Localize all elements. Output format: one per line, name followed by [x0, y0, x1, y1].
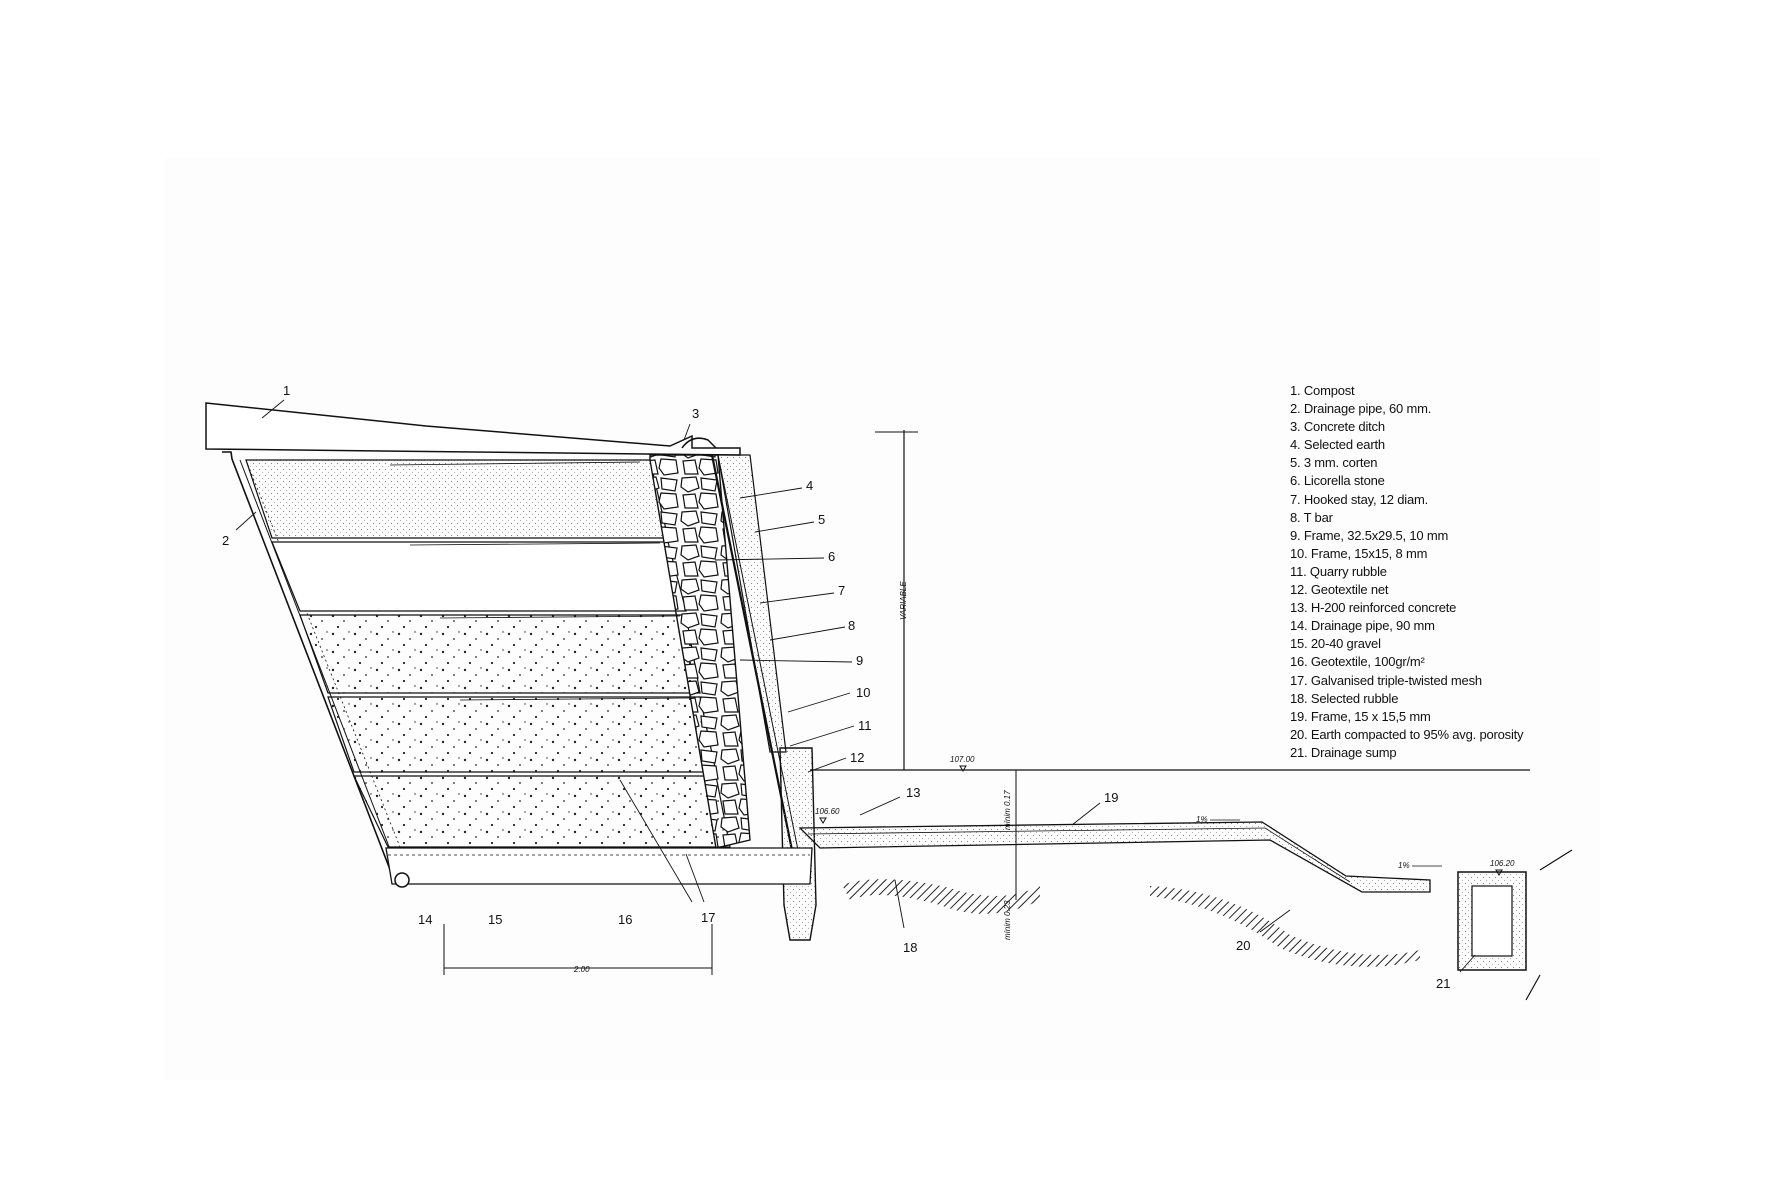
callout-18: 18 [903, 940, 917, 955]
legend-item: 15. 20-40 gravel [1290, 636, 1381, 652]
callout-1: 1 [283, 383, 290, 398]
corten-wall [710, 454, 817, 941]
legend-item: 19. Frame, 15 x 15,5 mm [1290, 708, 1431, 724]
concrete-slab [798, 821, 1431, 893]
legend-item: 9. Frame, 32.5x29.5, 10 mm [1290, 527, 1449, 543]
callout-20: 20 [1236, 938, 1250, 953]
callout-12: 12 [850, 750, 864, 765]
callout-numbers: 1 2 3 4 5 6 7 8 9 10 11 12 13 14 15 16 1… [222, 383, 1450, 991]
slope-2-label: 1% [1398, 861, 1410, 870]
legend-item: 6. Licorella stone [1290, 473, 1385, 489]
callout-9: 9 [856, 653, 863, 668]
callout-14: 14 [418, 912, 432, 927]
drainage-sump [1457, 849, 1573, 1001]
legend-list: 1. Compost 2. Drainage pipe, 60 mm. 3. C… [1290, 382, 1524, 762]
gabion-fill [245, 459, 731, 848]
width-label: 2.00 [573, 965, 590, 974]
level-top-label: 107.00 [950, 755, 975, 764]
variable-dimension: VARIABLE [875, 430, 918, 770]
legend-item: 20. Earth compacted to 95% avg. porosity [1290, 726, 1524, 742]
callout-17a: 17 [701, 910, 715, 925]
callout-21: 21 [1436, 976, 1450, 991]
callout-6: 6 [828, 549, 835, 564]
legend-item: 13. H-200 reinforced concrete [1290, 600, 1457, 616]
callout-19: 19 [1104, 790, 1118, 805]
level-markers: 107.00 106.60 106.20 1% 1% [815, 755, 1515, 876]
callout-8: 8 [848, 618, 855, 633]
compacted-earth [842, 879, 1420, 967]
slope-1-label: 1% [1196, 815, 1208, 824]
legend-item: 8. T bar [1290, 509, 1333, 525]
legend-item: 1. Compost [1290, 383, 1355, 398]
callout-7: 7 [838, 583, 845, 598]
callout-15: 15 [488, 912, 502, 927]
level-mid-label: 106.60 [815, 807, 840, 816]
min-upper-label: mínim 0.17 [1003, 790, 1012, 830]
legend-item: 2. Drainage pipe, 60 mm. [1290, 401, 1432, 417]
min-lower-label: mínim 0.23 [1003, 900, 1012, 940]
legend-item: 3. Concrete ditch [1290, 419, 1385, 435]
callout-11: 11 [858, 718, 872, 733]
stone-facing [649, 454, 751, 849]
compost-surface [205, 402, 741, 456]
callout-2: 2 [222, 533, 229, 548]
callout-16: 16 [618, 912, 632, 927]
legend-item: 11. Quarry rubble [1290, 563, 1387, 579]
callout-10: 10 [856, 685, 870, 700]
legend-item: 18. Selected rubble [1290, 690, 1399, 706]
min-depth-dimension: mínim 0.17 mínim 0.23 [1003, 770, 1017, 940]
width-dimension: 2.00 [443, 924, 713, 975]
callout-4: 4 [806, 478, 813, 493]
legend-item: 17. Galvanised triple-twisted mesh [1290, 672, 1482, 688]
legend-item: 14. Drainage pipe, 90 mm [1290, 618, 1435, 634]
callout-13: 13 [906, 785, 920, 800]
variable-label: VARIABLE [899, 581, 908, 620]
callout-leaders [235, 399, 1476, 973]
legend-item: 16. Geotextile, 100gr/m² [1290, 654, 1425, 670]
callout-3: 3 [692, 406, 699, 421]
legend-item: 7. Hooked stay, 12 diam. [1290, 491, 1429, 507]
legend-item: 10. Frame, 15x15, 8 mm [1290, 545, 1428, 561]
legend-item: 21. Drainage sump [1290, 744, 1397, 760]
legend-item: 12. Geotextile net [1290, 582, 1389, 598]
callout-5: 5 [818, 512, 825, 527]
level-right-label: 106.20 [1490, 859, 1515, 868]
legend-item: 5. 3 mm. corten [1290, 455, 1378, 471]
gravel-base [385, 847, 813, 888]
legend-item: 4. Selected earth [1290, 437, 1385, 453]
